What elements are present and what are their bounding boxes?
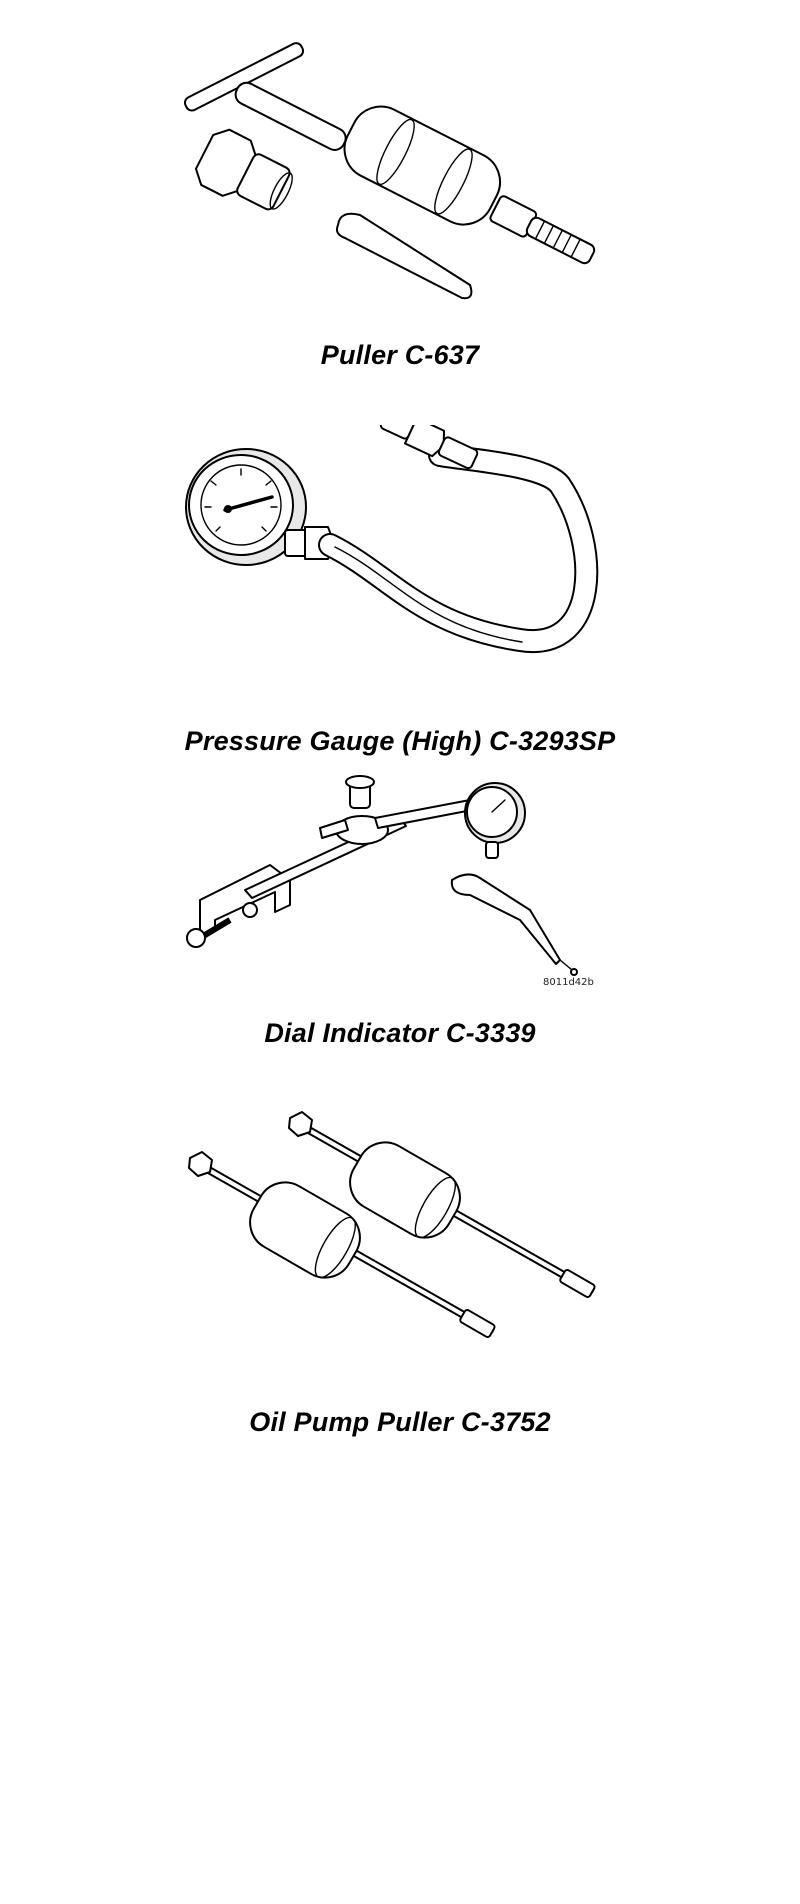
oil-pump-puller-icon — [188, 1111, 596, 1338]
tool-caption: Dial Indicator C-3339 — [264, 1018, 536, 1048]
dial-indicator-figure — [0, 770, 800, 990]
figure-code: 8011d42b — [543, 977, 594, 988]
tool-caption: Oil Pump Puller C-3752 — [249, 1407, 551, 1437]
oil-pump-puller-figure — [0, 1100, 800, 1340]
slide-hammer-puller-icon — [183, 42, 596, 300]
pressure-gauge-figure — [0, 425, 800, 715]
tool-caption: Pressure Gauge (High) C-3293SP — [184, 726, 616, 756]
pressure-gauge-icon — [185, 425, 599, 654]
dial-indicator-icon — [186, 775, 578, 976]
tool-caption: Puller C-637 — [320, 340, 480, 370]
puller-figure — [0, 10, 800, 310]
